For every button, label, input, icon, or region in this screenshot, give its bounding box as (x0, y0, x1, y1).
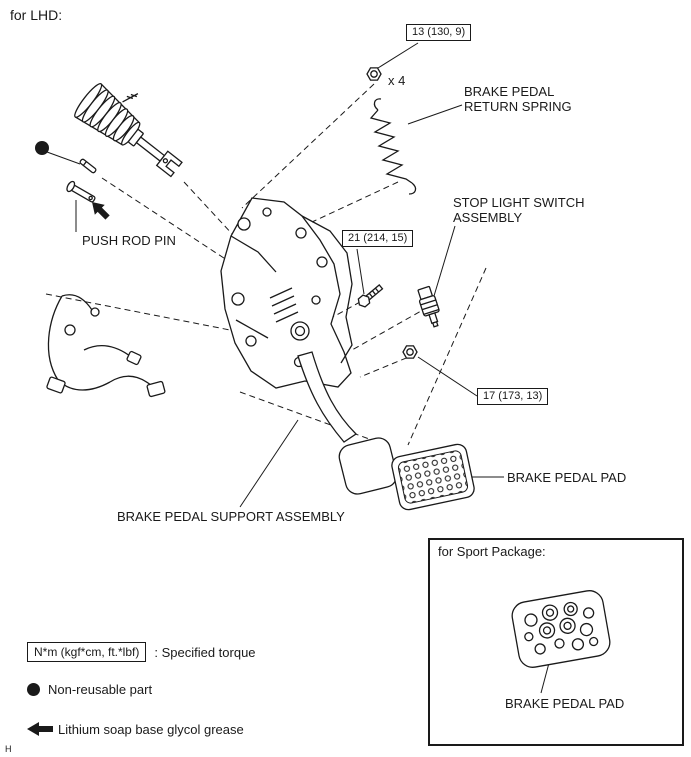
assembly-guide-lines (45, 83, 487, 446)
quantity-label: x 4 (388, 73, 406, 88)
pedal-support-bracket (220, 197, 353, 389)
return-spring-part (369, 98, 417, 195)
page-title: for LHD: (10, 7, 63, 23)
legend-grease-text: Lithium soap base glycol grease (58, 722, 244, 737)
legend-torque-desc: : Specified torque (154, 644, 256, 660)
page-footer-mark: H (5, 744, 12, 754)
legend-torque: N*m (kgf*cm, ft.*lbf) : Specified torque (27, 642, 256, 662)
wire-harness (46, 294, 166, 398)
switch-nut (402, 345, 418, 359)
brake-pedal-pad-label: BRAKE PEDAL PAD (507, 470, 627, 485)
support-assembly-label: BRAKE PEDAL SUPPORT ASSEMBLY (117, 509, 345, 524)
sport-package-title: for Sport Package: (438, 544, 546, 559)
torque-spec-17: 17 (173, 13) (477, 388, 549, 405)
legend-non-reusable: Non-reusable part (27, 682, 152, 697)
pedal-plate (338, 437, 398, 495)
grease-arrow-icon (27, 722, 53, 736)
sport-pedal-pad-part (511, 590, 611, 668)
sport-package-box (428, 538, 684, 746)
pedal-arm (297, 351, 358, 443)
brake-pedal-pad-part (391, 443, 475, 511)
push-rod-pin-part (66, 180, 96, 203)
sport-pad-label: BRAKE PEDAL PAD (505, 696, 625, 711)
retainer-clip (79, 158, 97, 174)
return-spring-label: BRAKE PEDAL RETURN SPRING (464, 84, 572, 114)
push-rod-pin-label: PUSH ROD PIN (82, 233, 176, 248)
mounting-nut-x4 (366, 67, 382, 81)
brake-booster-pushrod (74, 83, 183, 178)
stop-light-switch-part (417, 285, 440, 328)
non-reusable-mark-icon (35, 141, 49, 155)
torque-spec-13: 13 (130, 9) (406, 24, 472, 41)
non-reusable-dot-icon (27, 683, 40, 696)
stop-light-switch-label: STOP LIGHT SWITCH ASSEMBLY (453, 195, 585, 225)
grease-pointer-arrow-icon (92, 202, 110, 220)
legend-non-reusable-text: Non-reusable part (48, 682, 153, 697)
torque-spec-21: 21 (214, 15) (342, 230, 414, 247)
mounting-bolt (357, 284, 384, 308)
leader-lines (46, 42, 550, 694)
legend-torque-box: N*m (kgf*cm, ft.*lbf) (27, 642, 147, 662)
